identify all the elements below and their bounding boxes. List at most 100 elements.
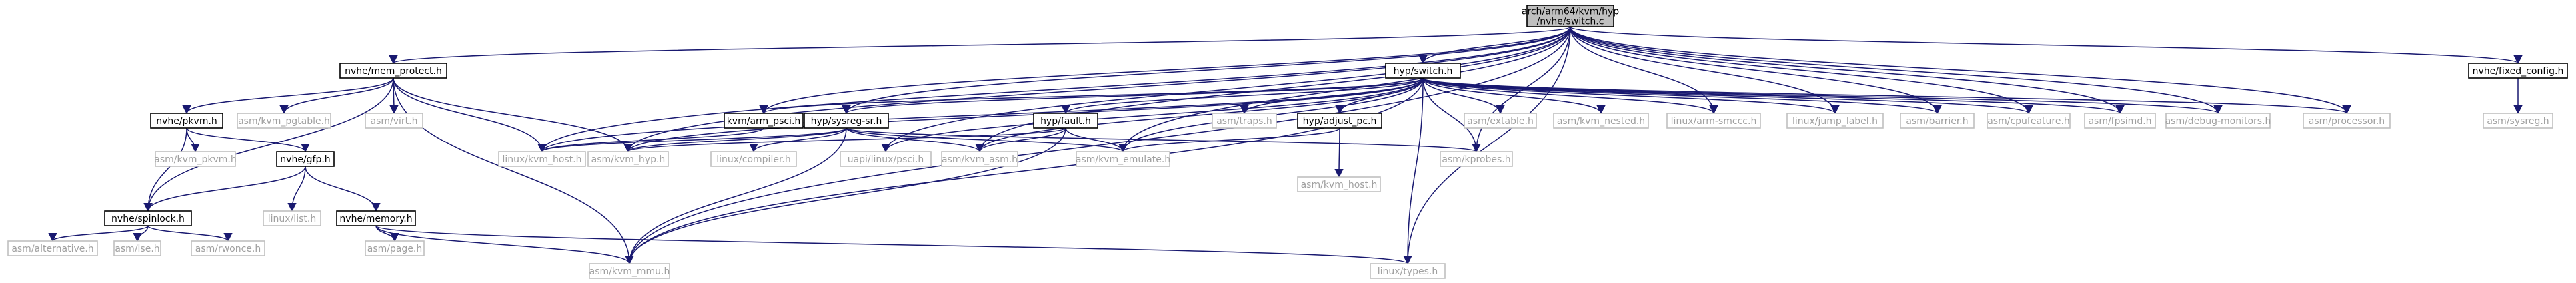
edge-root-to-sysreg_sr — [842, 26, 1571, 115]
node-box — [840, 151, 932, 167]
node-label: hyp/adjust_pc.h — [1303, 116, 1377, 127]
node-label: hyp/switch.h — [1394, 66, 1453, 77]
edge-memory-to-types — [375, 225, 1412, 265]
node-label: asm/extable.h — [1467, 116, 1534, 127]
node-box — [113, 240, 161, 256]
node-gfp[interactable]: nvhe/gfp.h — [276, 151, 335, 167]
node-label: asm/rwonce.h — [195, 244, 261, 254]
edge-hyp_switch-to-barrier — [1422, 77, 1942, 115]
node-kvm_nested: asm/kvm_nested.h — [1553, 113, 1649, 129]
node-box — [941, 151, 1018, 167]
node-box — [365, 240, 425, 256]
node-box — [710, 151, 797, 167]
node-fault[interactable]: hyp/fault.h — [1033, 113, 1098, 129]
edge-spinlock-to-rwonce — [147, 225, 233, 242]
node-memory[interactable]: nvhe/memory.h — [336, 210, 416, 226]
node-label: uapi/linux/psci.h — [848, 154, 924, 165]
node-box — [1666, 113, 1761, 129]
edge-hyp_switch-to-arm_smccc — [1422, 77, 1718, 115]
node-barrier: asm/barrier.h — [1900, 113, 1975, 129]
edge-mem_protect-to-pkvm — [182, 77, 394, 115]
node-pkvm[interactable]: nvhe/pkvm.h — [150, 113, 223, 129]
node-kvm_hyp: asm/kvm_hyp.h — [587, 151, 669, 167]
node-label: asm/kvm_host.h — [1301, 180, 1378, 190]
node-box — [1076, 151, 1170, 167]
edge-gfp-to-spinlock — [143, 166, 306, 212]
node-box — [191, 240, 265, 256]
edge-sysreg_sr-to-kvm_asm — [846, 127, 984, 153]
edge-root-to-mem_protect — [389, 26, 1571, 65]
edge-memory-to-kvm_mmu — [375, 225, 634, 265]
node-label: asm/cpufeature.h — [1987, 116, 2070, 127]
node-adjust_pc[interactable]: hyp/adjust_pc.h — [1297, 113, 1382, 129]
edge-mem_protect-to-kvm_pgtable — [279, 77, 394, 115]
node-virt: asm/virt.h — [365, 113, 423, 129]
edge-sysreg_sr-to-kvm_mmu — [625, 127, 847, 265]
node-kvm_mmu: asm/kvm_mmu.h — [589, 263, 670, 279]
node-mem_protect[interactable]: nvhe/mem_protect.h — [339, 63, 447, 79]
node-label: hyp/sysreg-sr.h — [811, 116, 882, 127]
edge-fault-to-kvm_asm — [975, 127, 1066, 153]
node-label: asm/alternative.h — [11, 244, 93, 254]
node-label: kvm/arm_psci.h — [727, 116, 801, 127]
node-label: asm/fpsimd.h — [2088, 116, 2151, 127]
edge-root-to-arm_smccc — [1570, 26, 1718, 115]
edge-pkvm-to-gfp — [186, 127, 310, 153]
node-box — [2468, 63, 2568, 79]
node-box — [1440, 151, 1513, 167]
node-box — [2165, 113, 2271, 129]
node-fixed_config[interactable]: nvhe/fixed_config.h — [2468, 63, 2568, 79]
node-label: asm/barrier.h — [1906, 116, 1968, 127]
edge-sysreg_sr-to-kprobes — [846, 127, 1481, 153]
node-hyp_switch[interactable]: hyp/switch.h — [1385, 63, 1461, 79]
node-sysreg_sr[interactable]: hyp/sysreg-sr.h — [804, 113, 889, 129]
file-nodes: arch/arm64/kvm/hyp/nvhe/switch.c nvhe/mem… — [7, 5, 2568, 279]
edge-hyp_switch-to-kprobes — [1422, 77, 1481, 153]
edge-root-to-fixed_config — [1570, 26, 2523, 65]
node-spinlock[interactable]: nvhe/spinlock.h — [104, 210, 192, 226]
node-extable: asm/extable.h — [1464, 113, 1537, 129]
edge-root-to-psci — [881, 26, 1571, 153]
edge-hyp_switch-to-fault — [1061, 77, 1424, 115]
edge-spinlock-to-lse — [133, 225, 149, 242]
edge-kvm_psci-to-linux_kvm_host — [537, 127, 764, 153]
node-box — [1987, 113, 2071, 129]
node-label: asm/sysreg.h — [2487, 116, 2549, 127]
node-label: nvhe/fixed_config.h — [2473, 66, 2564, 77]
node-page: asm/page.h — [365, 240, 425, 256]
dependency-edges — [48, 26, 2523, 265]
node-label: nvhe/spinlock.h — [111, 214, 185, 224]
node-label: asm/processor.h — [2309, 116, 2385, 127]
edge-root-to-kvm_emulate — [1118, 26, 1571, 153]
edge-sysreg_sr-to-kvm_hyp — [623, 127, 847, 153]
edge-root-to-kvm_psci — [759, 26, 1571, 115]
node-box — [2483, 113, 2553, 129]
node-label: arch/arm64/kvm/hyp — [1522, 7, 1619, 17]
node-label: asm/kvm_hyp.h — [591, 154, 666, 165]
edge-root-to-jump_label — [1570, 26, 1840, 115]
node-box — [336, 210, 416, 226]
node-box — [498, 151, 586, 167]
edge-adjust_pc-to-kvm_emulate — [1118, 127, 1340, 153]
node-label: nvhe/mem_protect.h — [345, 66, 442, 77]
node-box — [1900, 113, 1975, 129]
edge-hyp_switch-to-kvm_asm — [975, 77, 1424, 153]
node-box — [365, 113, 423, 129]
node-label: nvhe/memory.h — [339, 214, 412, 224]
node-lse: asm/lse.h — [113, 240, 161, 256]
node-root[interactable]: arch/arm64/kvm/hyp/nvhe/switch.c — [1522, 5, 1619, 27]
node-processor: asm/processor.h — [2303, 113, 2391, 129]
node-list: linux/list.h — [263, 210, 321, 226]
node-label: asm/traps.h — [1216, 116, 1272, 127]
edge-spinlock-to-alternative — [48, 225, 149, 242]
node-kvm_psci[interactable]: kvm/arm_psci.h — [724, 113, 804, 129]
node-box — [1297, 113, 1382, 129]
node-box — [1212, 113, 1277, 129]
node-box — [1297, 176, 1381, 192]
edge-hyp_switch-to-fpsimd — [1422, 77, 2125, 115]
edge-hyp_switch-to-kvm_hyp — [623, 77, 1424, 153]
edge-hyp_switch-to-jump_label — [1422, 77, 1840, 115]
node-box — [1033, 113, 1098, 129]
edge-pkvm-to-spinlock — [143, 127, 187, 212]
node-box — [7, 240, 98, 256]
